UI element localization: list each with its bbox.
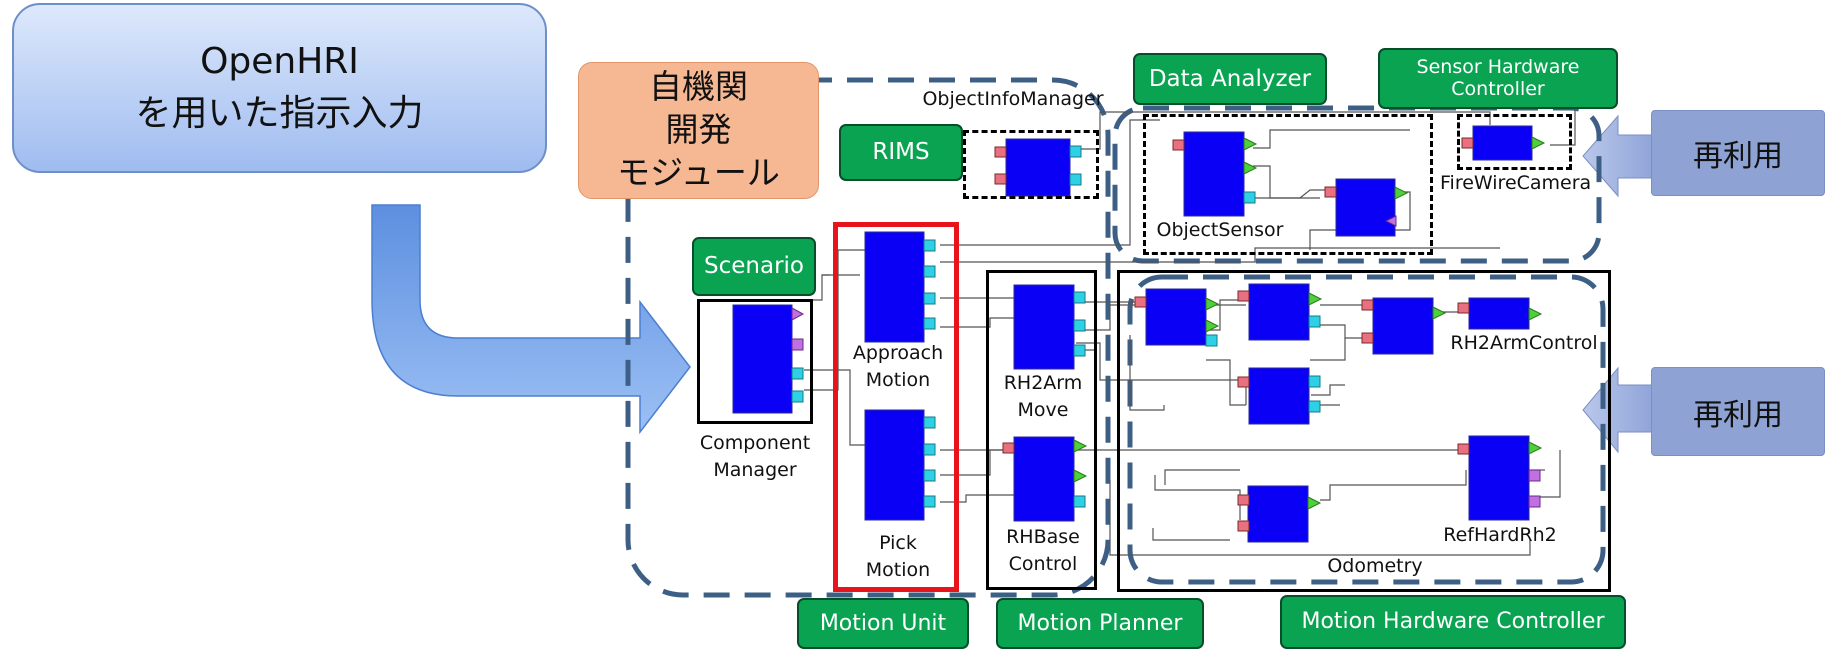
approach-motion-block xyxy=(864,231,925,343)
rims-group-box xyxy=(963,130,1099,199)
odometry-label: Odometry xyxy=(1327,555,1423,577)
input-ports xyxy=(994,137,1474,532)
sensor-hw-group-box xyxy=(1457,114,1572,170)
reuse-label-bottom: 再利用 xyxy=(1651,367,1825,456)
component-manager-group-box xyxy=(697,299,813,424)
object-sensor-label: ObjectSensor xyxy=(1156,219,1284,241)
rh2arm-move-label: RH2Arm Move xyxy=(1003,372,1083,421)
data-ports-cyan xyxy=(791,145,1321,508)
ref-hard-rh2-label: RefHardRh2 xyxy=(1443,524,1557,546)
sensor-reuse-region xyxy=(1112,105,1602,264)
firewire-camera-block xyxy=(1472,125,1533,161)
rims-label: RIMS xyxy=(839,124,963,181)
rhbase-control-block xyxy=(1013,436,1075,522)
motion-hw-reuse-region xyxy=(1127,274,1606,585)
motion-hw-group-box xyxy=(1117,270,1611,592)
rh2-block-d xyxy=(1248,367,1310,425)
rh2arm-control-label: RH2ArmControl xyxy=(1450,332,1598,354)
motion-planner-group-box xyxy=(986,270,1097,590)
motion-hw-controller-label: Motion Hardware Controller xyxy=(1280,595,1626,649)
motion-planner-label: Motion Planner xyxy=(996,598,1204,649)
object-info-manager-block xyxy=(1005,138,1071,197)
instruction-input-box: OpenHRI を用いた指示入力 xyxy=(12,3,547,173)
motion-unit-group-box xyxy=(833,222,959,592)
odometry-block xyxy=(1247,485,1309,543)
data-analyzer-group-box xyxy=(1143,114,1433,255)
pick-motion-block xyxy=(864,409,925,521)
sensor-hw-controller-label: Sensor Hardware Controller xyxy=(1378,48,1618,109)
own-module-label: 自機関 開発 モジュール xyxy=(578,62,819,199)
rh2arm-move-block xyxy=(1013,284,1075,370)
output-ports-green xyxy=(1073,136,1546,510)
component-blocks xyxy=(732,125,1533,543)
firewire-camera-label: FireWireCamera xyxy=(1440,172,1592,194)
rhbase-control-label: RHBase Control xyxy=(1006,526,1080,575)
component-manager-block xyxy=(732,304,793,414)
component-manager-label: Component Manager xyxy=(699,432,811,481)
object-sensor-block xyxy=(1183,131,1245,217)
ref-hard-rh2-block xyxy=(1468,435,1530,521)
rh2-block-c xyxy=(1372,297,1434,355)
pick-motion-label: Pick Motion xyxy=(865,532,931,581)
rh2-block-a xyxy=(1145,288,1207,346)
service-ports-purple xyxy=(791,215,1541,508)
instruction-arrow xyxy=(371,204,691,435)
scenario-label: Scenario xyxy=(692,237,816,296)
rh2-block-b xyxy=(1248,283,1310,341)
connection-wires xyxy=(798,110,1576,556)
object-sensor-aux-block xyxy=(1335,178,1396,237)
own-module-region xyxy=(625,77,1111,598)
motion-unit-label: Motion Unit xyxy=(797,598,969,649)
approach-motion-label: Approach Motion xyxy=(852,342,944,391)
data-analyzer-label: Data Analyzer xyxy=(1133,53,1327,105)
reuse-label-top: 再利用 xyxy=(1651,110,1825,196)
object-info-manager-label: ObjectInfoManager xyxy=(922,88,1104,110)
